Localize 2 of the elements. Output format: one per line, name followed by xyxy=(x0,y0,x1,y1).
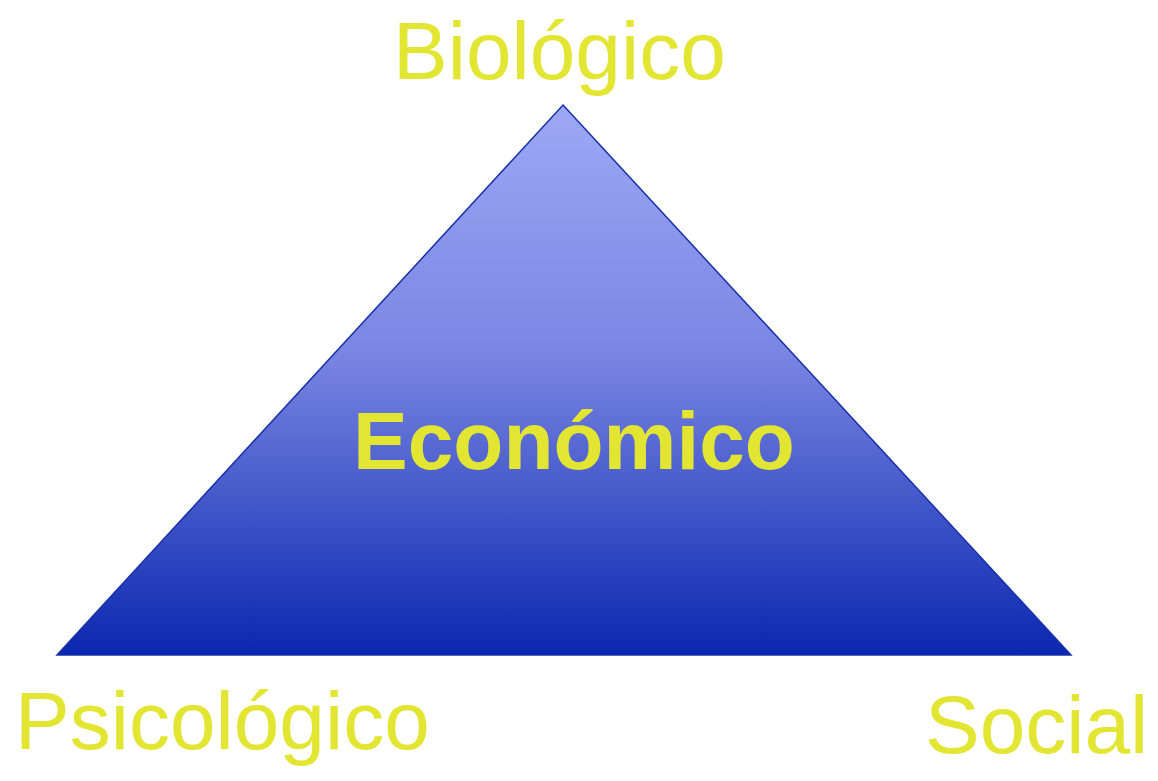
corner-label: Social xyxy=(925,684,1149,766)
node-label: Económico xyxy=(353,400,795,482)
